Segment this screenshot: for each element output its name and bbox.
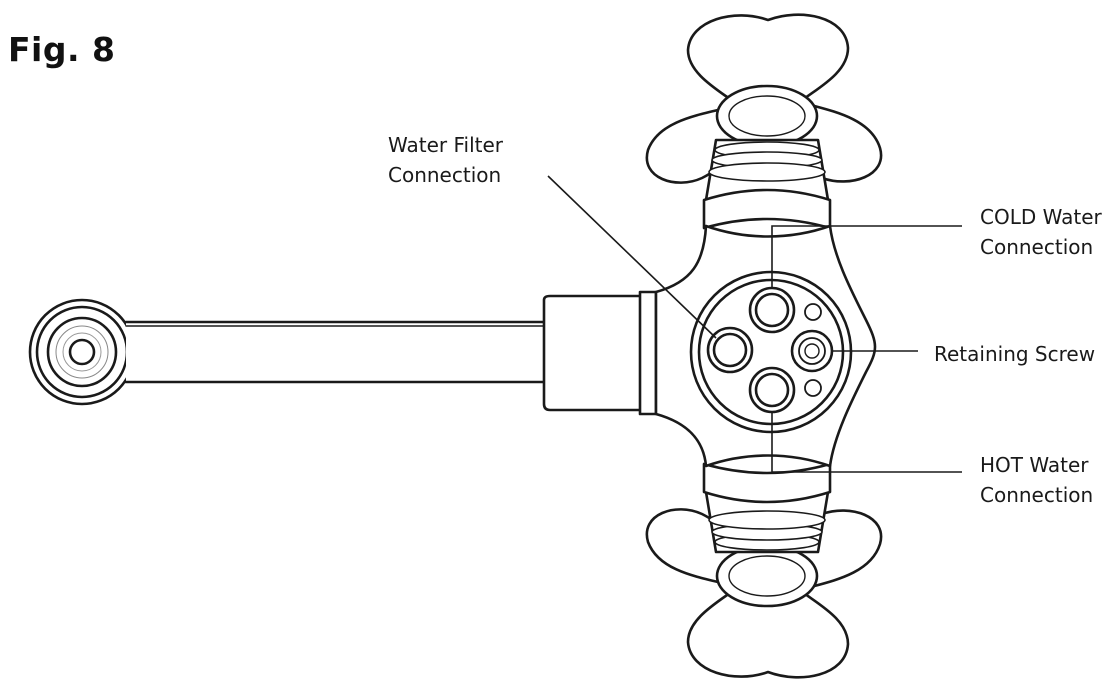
small-hole-top (804, 303, 822, 321)
top-bonnet (702, 138, 832, 230)
water-filter-label-line2: Connection (388, 163, 502, 187)
leader-water-filter (547, 175, 717, 339)
cold-water-connection-label: COLD Water Connection (980, 202, 1102, 262)
hot-water-label-line2: Connection (980, 483, 1094, 507)
bottom-handle (645, 508, 883, 679)
water-filter-port (706, 326, 754, 374)
bottom-bonnet (702, 462, 832, 554)
water-filter-connection-label: Water Filter Connection (388, 130, 503, 190)
figure-title: Fig. 8 (8, 30, 116, 69)
spout-arm (124, 320, 550, 384)
hot-water-connection-label: HOT Water Connection (980, 450, 1093, 510)
retaining-screw-label-text: Retaining Screw (934, 342, 1096, 366)
hot-water-label-line1: HOT Water (980, 453, 1089, 477)
cold-water-label-line2: Connection (980, 235, 1094, 259)
hot-water-port (748, 366, 796, 414)
cold-water-label-line1: COLD Water (980, 205, 1102, 229)
spout-outlet (28, 298, 136, 406)
retaining-screw (790, 329, 834, 373)
cold-water-port (748, 286, 796, 334)
small-hole-bottom (804, 379, 822, 397)
leader-hot-water (771, 412, 962, 473)
leader-cold-water (771, 225, 962, 288)
retaining-screw-label: Retaining Screw (934, 339, 1095, 369)
top-handle (645, 13, 883, 184)
spout-collar (542, 290, 658, 416)
water-filter-label-line1: Water Filter (388, 133, 504, 157)
